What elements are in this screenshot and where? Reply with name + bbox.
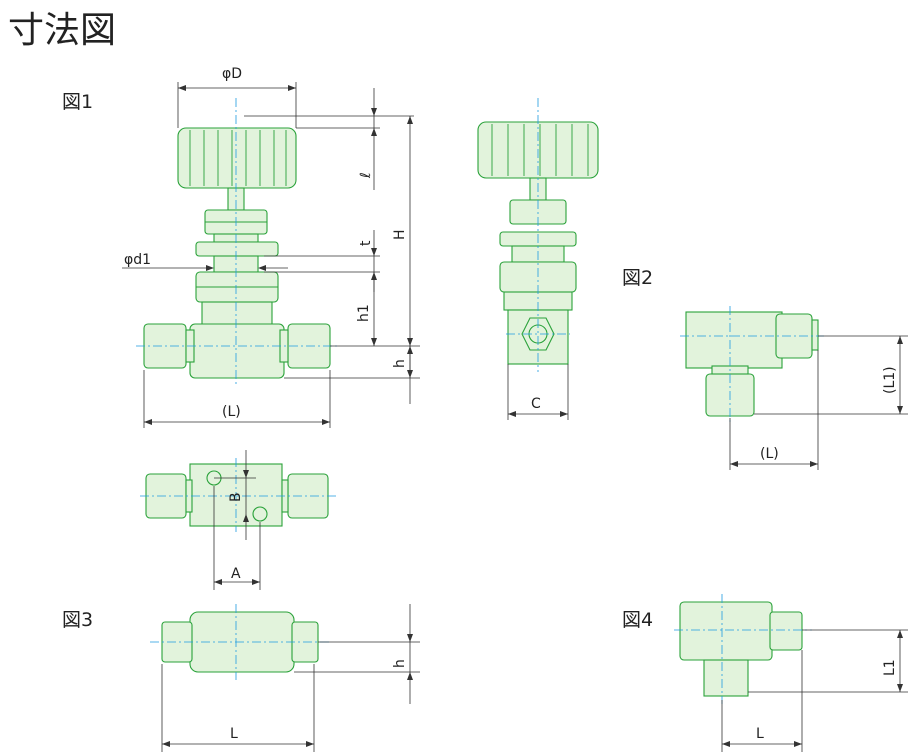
figure-4-view: L1 L — [674, 594, 908, 752]
dim-h1: h1 — [356, 304, 372, 322]
dim-h-total: H — [392, 229, 408, 240]
dim-l1-paren: (L1) — [882, 366, 898, 394]
dim-c: C — [531, 396, 541, 412]
figure-1-bottom-view: B A — [140, 450, 336, 590]
dim-h-fig3: h — [392, 659, 408, 668]
figure-2-view: (L1) (L) — [680, 306, 908, 470]
dim-a: A — [231, 566, 241, 582]
dim-l-paren-fig2: (L) — [760, 446, 779, 462]
dim-ell: ℓ — [358, 172, 374, 179]
figure-1-front-view — [136, 98, 340, 384]
dim-l: L — [230, 726, 238, 742]
figure-4-label: 図4 — [622, 609, 653, 631]
dim-l1: L1 — [882, 659, 898, 676]
figure-2-label: 図2 — [622, 267, 653, 289]
figure-1-side-view: C — [477, 98, 599, 420]
figure-3-label: 図3 — [62, 609, 93, 631]
page-title: 寸法図 — [8, 10, 116, 51]
dim-l-fig4: L — [756, 726, 764, 742]
figure-1-label: 図1 — [62, 91, 93, 113]
dim-t: t — [358, 240, 374, 246]
dim-phi-d1: φd1 — [124, 252, 151, 268]
figure-1-dimensions: φD ℓ H t φd1 h1 h — [122, 66, 420, 428]
dim-phi-d: φD — [222, 66, 242, 82]
dim-l-paren: (L) — [222, 404, 241, 420]
dim-h: h — [392, 359, 408, 368]
figure-3-view: h L — [150, 604, 420, 752]
dim-b: B — [228, 492, 244, 502]
